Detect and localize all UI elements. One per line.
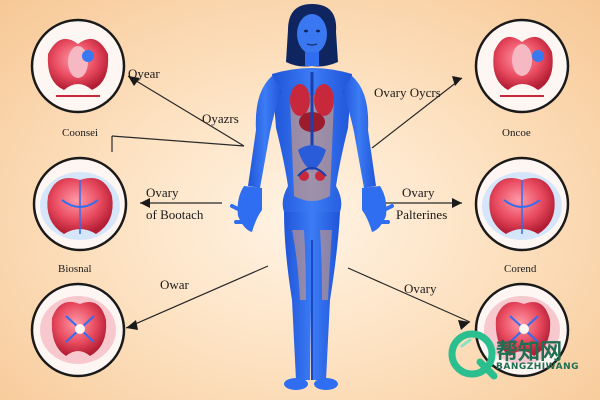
circle-left-top: [30, 18, 126, 114]
label-right-top-caption: Oncoe: [502, 127, 531, 139]
label-center-left-upper: Oyazrs: [202, 111, 239, 126]
organ-cluster: [290, 72, 334, 181]
label-right-bottom-arrow: Ovary: [404, 281, 437, 296]
label-right-mid-arrow-line1: Ovary: [402, 185, 435, 200]
circle-right-bottom: [474, 282, 570, 378]
watermark-chinese: 帮知网: [496, 340, 563, 365]
label-left-top-arrow: Oyear: [128, 66, 160, 81]
watermark-latin: BANGZHIWANG: [496, 362, 580, 372]
human-figure: [230, 4, 394, 390]
circle-left-mid: [32, 156, 128, 252]
watermark-logo-icon: [448, 330, 498, 380]
label-left-bottom-arrow: Owar: [160, 277, 189, 292]
label-right-mid-arrow-line2: Palterines: [396, 207, 448, 222]
connector-lines: [111, 75, 471, 329]
label-right-top-arrow: Ovary Oycrs: [374, 85, 441, 100]
circle-right-top: [474, 18, 570, 114]
circle-right-mid: [474, 156, 570, 252]
label-left-mid-caption: Biosnal: [58, 263, 92, 275]
arrow-heads: [126, 76, 470, 330]
label-left-mid-arrow-line2: of Bootach: [146, 207, 204, 222]
circle-left-bottom: [30, 282, 126, 378]
label-right-mid-caption: Corend: [504, 263, 537, 275]
label-left-top-caption: Coonsei: [62, 127, 99, 139]
label-left-mid-arrow-line1: Ovary: [146, 185, 179, 200]
